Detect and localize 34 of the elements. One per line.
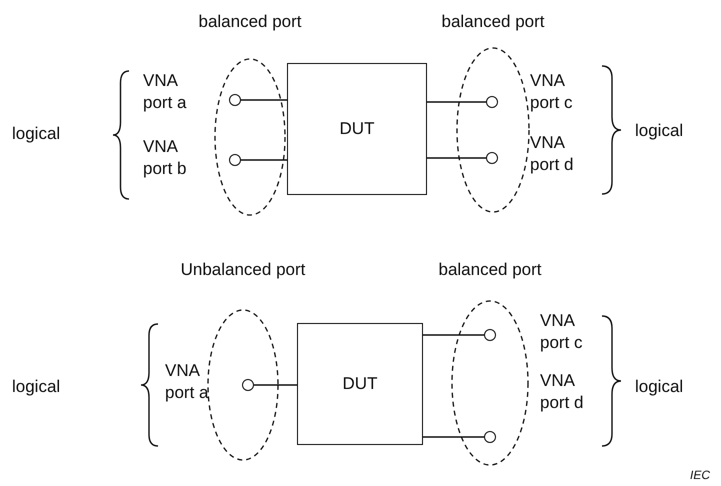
port-label: VNA port d bbox=[540, 370, 584, 414]
terminal-circle bbox=[229, 94, 241, 106]
port-label: VNA port c bbox=[530, 70, 574, 114]
port-label: VNA port b bbox=[143, 136, 188, 180]
terminal-circle bbox=[229, 154, 241, 166]
device-label: DUT bbox=[342, 374, 378, 394]
group-label: logical bbox=[12, 377, 60, 397]
device-label: DUT bbox=[340, 119, 374, 139]
connector-line bbox=[427, 157, 486, 159]
terminal-circle bbox=[486, 96, 498, 108]
connector-line bbox=[423, 334, 484, 336]
port-heading: balanced port bbox=[437, 259, 543, 281]
connector-line bbox=[254, 384, 297, 386]
source-mark: IEC bbox=[690, 468, 710, 482]
group-label: logical bbox=[635, 377, 684, 397]
connector-line bbox=[241, 159, 287, 161]
port-heading: Unbalanced port bbox=[180, 259, 306, 281]
port-label: VNA port d bbox=[530, 132, 574, 176]
connector-line bbox=[427, 101, 486, 103]
port-label: VNA port a bbox=[165, 360, 210, 404]
port-label: VNA port a bbox=[143, 70, 188, 114]
connector-line bbox=[423, 436, 484, 438]
port-heading: balanced port bbox=[440, 11, 546, 33]
terminal-circle bbox=[484, 431, 496, 443]
device-box bbox=[297, 323, 423, 445]
terminal-circle bbox=[486, 152, 498, 164]
terminal-circle bbox=[484, 329, 496, 341]
port-heading: balanced port bbox=[197, 11, 303, 33]
terminal-circle bbox=[242, 379, 254, 391]
group-label: logical bbox=[12, 124, 60, 144]
connector-line bbox=[241, 99, 287, 101]
device-box bbox=[287, 63, 427, 195]
group-label: logical bbox=[635, 121, 684, 141]
port-label: VNA port c bbox=[540, 310, 584, 354]
